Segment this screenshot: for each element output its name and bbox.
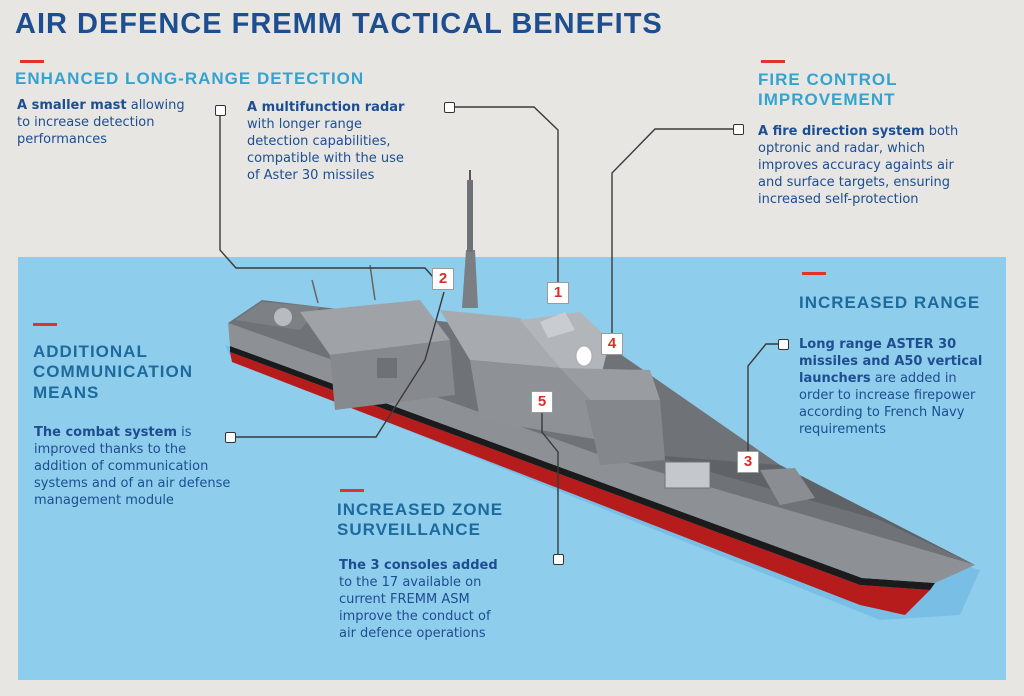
text-communication-line3: addition of communication [34, 459, 209, 474]
text-mast-line2: to increase detection [17, 115, 155, 130]
callout-dot-2 [215, 105, 226, 116]
text-fire-control-line1: both [924, 124, 959, 139]
red-accent-bar [33, 323, 57, 326]
hangar-window [377, 358, 397, 378]
text-fire-control-line4: and surface targets, ensuring [758, 175, 951, 190]
helideck-marking [274, 308, 292, 326]
text-fire-control-line2: optronic and radar, which [758, 141, 926, 156]
heading-communication-line1: ADDITIONAL [33, 342, 148, 361]
text-communication-line2: improved thanks to the [34, 442, 187, 457]
text-range-bold3: launchers [799, 371, 871, 386]
heading-surveillance: INCREASED ZONE SURVEILLANCE [337, 500, 503, 541]
text-range-bold2: missiles and A50 vertical [799, 354, 983, 369]
text-surveillance: The 3 consoles added to the 17 available… [339, 557, 498, 642]
heading-surveillance-line2: SURVEILLANCE [337, 520, 481, 540]
text-range-line4: requirements [799, 422, 886, 437]
text-fire-control-line5: increased self-protection [758, 192, 919, 207]
bridge-top [560, 368, 660, 410]
text-communication-bold: The combat system [34, 425, 177, 440]
text-surveillance-bold: The 3 consoles added [339, 558, 498, 573]
red-accent-bar [340, 489, 364, 492]
hangar-top [300, 300, 450, 355]
leader-line-2 [219, 110, 434, 278]
text-radar-line3: compatible with the use [247, 151, 404, 166]
callout-dot-3 [778, 339, 789, 350]
text-communication: The combat system is improved thanks to … [34, 424, 230, 509]
heading-fire-control: FIRE CONTROL IMPROVEMENT [758, 70, 898, 111]
leader-line-3 [747, 343, 782, 455]
hull-side [228, 323, 975, 583]
heading-communication: ADDITIONAL COMMUNICATION MEANS [33, 342, 193, 403]
callout-number-3: 3 [737, 451, 759, 473]
heading-communication-line3: MEANS [33, 382, 100, 402]
text-mast-line1: allowing [126, 98, 185, 113]
text-communication-line5: management module [34, 493, 174, 508]
text-mast-bold: A smaller mast [17, 98, 127, 113]
callout-number-2: 2 [432, 268, 454, 290]
text-fire-control-line3: improves accuracy againts air [758, 158, 954, 173]
vertical-launchers [664, 461, 711, 489]
text-range-bold1: Long range ASTER 30 [799, 337, 957, 352]
heading-communication-line2: COMMUNICATION [33, 362, 193, 382]
heading-range: INCREASED RANGE [799, 293, 981, 312]
leader-line-5 [541, 412, 559, 556]
bridge-front [585, 400, 665, 465]
text-range-line3: according to French Navy [799, 405, 965, 420]
optronic-dome [575, 345, 593, 367]
callout-number-4: 4 [601, 333, 623, 355]
superstructure-top [440, 310, 560, 368]
text-surveillance-line1: to the 17 available on [339, 575, 482, 590]
mast-upper [467, 180, 473, 252]
text-communication-line4: systems and of an air defense [34, 476, 231, 491]
leader-line-2b [234, 291, 445, 438]
callout-dot-2b [225, 432, 236, 443]
callout-dot-4 [733, 124, 744, 135]
callout-dot-5 [553, 554, 564, 565]
heading-fire-control-line1: FIRE CONTROL [758, 70, 898, 89]
callout-number-1: 1 [547, 282, 569, 304]
text-range-line2: order to increase firepower [799, 388, 976, 403]
text-fire-control: A fire direction system both optronic an… [758, 123, 958, 208]
text-range-line1: are added in [870, 371, 957, 386]
red-accent-bar [20, 60, 44, 63]
leader-line-4 [611, 128, 738, 333]
callout-number-5: 5 [531, 391, 553, 413]
text-surveillance-line2: current FREMM ASM [339, 592, 470, 607]
text-radar-line4: of Aster 30 missiles [247, 168, 375, 183]
text-radar-line2: detection capabilities, [247, 134, 391, 149]
text-radar-line1: with longer range [247, 117, 363, 132]
callout-dot-1 [444, 102, 455, 113]
red-accent-bar [761, 60, 785, 63]
heading-fire-control-line2: IMPROVEMENT [758, 90, 896, 110]
hull-red-band [230, 352, 930, 615]
red-accent-bar [802, 272, 826, 275]
text-communication-line1: is [177, 425, 192, 440]
text-mast-line3: performances [17, 132, 108, 147]
heading-surveillance-line1: INCREASED ZONE [337, 500, 504, 519]
text-radar: A multifunction radar with longer range … [247, 99, 404, 184]
text-mast: A smaller mast allowing to increase dete… [17, 97, 185, 148]
text-surveillance-line3: improve the conduct of [339, 609, 491, 624]
radar-face [540, 312, 575, 338]
text-fire-control-bold: A fire direction system [758, 124, 925, 139]
mast-lower [462, 250, 478, 308]
page-title: AIR DEFENCE FREMM TACTICAL BENEFITS [15, 8, 663, 40]
text-radar-bold: A multifunction radar [247, 100, 405, 115]
leader-line-1 [450, 106, 559, 282]
text-surveillance-line4: air defence operations [339, 626, 486, 641]
heading-detection: ENHANCED LONG-RANGE DETECTION [15, 69, 365, 88]
text-range: Long range ASTER 30 missiles and A50 ver… [799, 336, 982, 438]
gun-turret [760, 468, 815, 505]
